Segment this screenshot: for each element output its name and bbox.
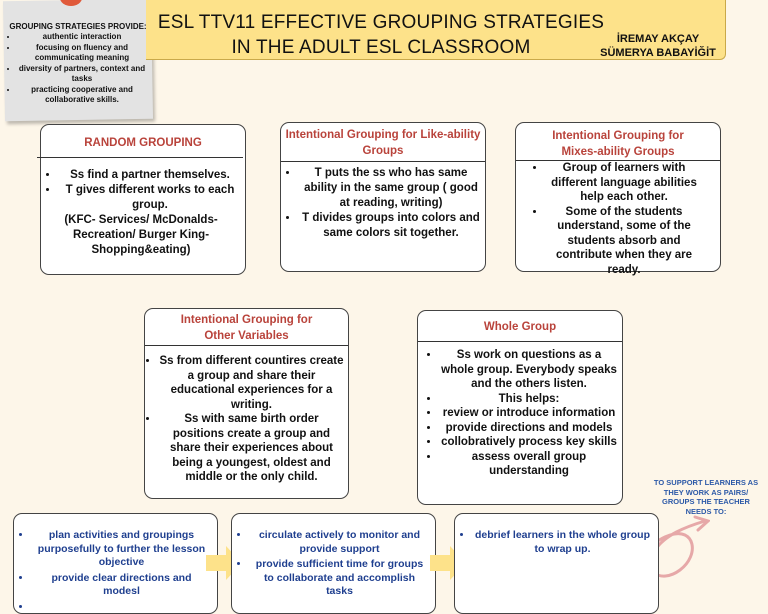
list-item: diversity of partners, context and tasks: [18, 64, 146, 85]
list-item: Some of the students understand, some of…: [546, 205, 702, 278]
list-item: collobratively process key skills: [440, 435, 618, 450]
authors: İREMAY AKÇAY SÜMERYA BABAYİĞİT: [588, 32, 728, 60]
mixed-ability-card: Intentional Grouping for Mixes-ability G…: [515, 122, 721, 276]
list-item: review or introduce information: [440, 406, 618, 421]
divider: [516, 160, 720, 161]
card-body: Ss from different countires create a gro…: [145, 354, 348, 485]
list-item: debrief learners in the whole group to w…: [473, 529, 652, 556]
list-item: provide directions and models: [440, 421, 618, 436]
list-item: provide sufficient time for groups to co…: [250, 558, 429, 599]
divider: [281, 161, 485, 162]
list-item: authentic interaction: [18, 32, 146, 43]
debrief-step-card: debrief learners in the whole group to w…: [454, 513, 659, 614]
list-item: focusing on fluency and communicating me…: [18, 43, 146, 64]
author-name: SÜMERYA BABAYİĞİT: [600, 47, 716, 59]
card-title: Whole Group: [483, 321, 557, 333]
list-item: circulate actively to monitor and provid…: [250, 529, 429, 556]
card-body: Ss work on questions as a whole group. E…: [418, 348, 622, 479]
plan-step-card: plan activities and groupings purposeful…: [13, 513, 218, 614]
like-ability-card: Intentional Grouping for Like-ability Gr…: [280, 122, 486, 272]
list-item: Ss work on questions as a whole group. E…: [440, 348, 618, 392]
divider: [145, 345, 348, 346]
divider: [418, 341, 622, 342]
monitor-step-card: circulate actively to monitor and provid…: [231, 513, 436, 614]
list-item: Group of learners with different languag…: [546, 161, 702, 205]
list-item: T divides groups into colors and same co…: [299, 211, 483, 241]
list-item: Ss from different countires create a gro…: [159, 354, 344, 412]
example-text: (KFC- Services/ McDonalds- Recreation/ B…: [64, 214, 218, 256]
card-body: T puts the ss who has same ability in th…: [281, 166, 485, 241]
card-body: circulate actively to monitor and provid…: [232, 529, 435, 599]
list-item: This helps:: [440, 392, 618, 407]
card-title: RANDOM GROUPING: [84, 137, 202, 149]
sticky-note-list: authentic interaction focusing on fluenc…: [6, 32, 146, 106]
list-item: Ss with same birth order positions creat…: [159, 412, 344, 485]
list-item: assess overall group understanding: [440, 450, 618, 479]
card-title: Intentional Grouping for Mixes-ability G…: [552, 130, 684, 158]
list-item: plan activities and groupings purposeful…: [32, 529, 211, 570]
card-body: plan activities and groupings purposeful…: [14, 529, 217, 614]
whole-group-card: Whole Group Ss work on questions as a wh…: [417, 310, 623, 505]
card-body: debrief learners in the whole group to w…: [455, 529, 658, 556]
card-body: Ss find a partner themselves. T gives di…: [41, 168, 245, 258]
divider: [37, 157, 243, 158]
card-title: Intentional Grouping for Like-ability Gr…: [285, 129, 481, 157]
author-name: İREMAY AKÇAY: [616, 33, 700, 45]
card-title: Intentional Grouping for Other Variables: [180, 314, 313, 342]
list-item: practicing cooperative and collaborative…: [18, 85, 146, 106]
random-grouping-card: RANDOM GROUPING Ss find a partner themse…: [37, 124, 246, 275]
list-item: T puts the ss who has same ability in th…: [299, 166, 483, 211]
list-item: T gives different works to each group.: [59, 183, 241, 213]
list-item: [32, 601, 211, 614]
list-item: provide clear directions and modesl: [32, 572, 211, 599]
other-variables-card: Intentional Grouping for Other Variables…: [144, 308, 349, 499]
pin-icon: [60, 0, 82, 6]
page-title: ESL TTV11 EFFECTIVE GROUPING STRATEGIES …: [157, 12, 605, 58]
sticky-note-heading: GROUPING STRATEGIES PROVIDE:: [9, 22, 147, 31]
list-item: Ss find a partner themselves.: [59, 168, 241, 183]
title-banner: [146, 0, 726, 60]
teacher-note: TO SUPPORT LEARNERS AS THEY WORK AS PAIR…: [653, 478, 759, 516]
card-body: Group of learners with different languag…: [516, 161, 720, 277]
